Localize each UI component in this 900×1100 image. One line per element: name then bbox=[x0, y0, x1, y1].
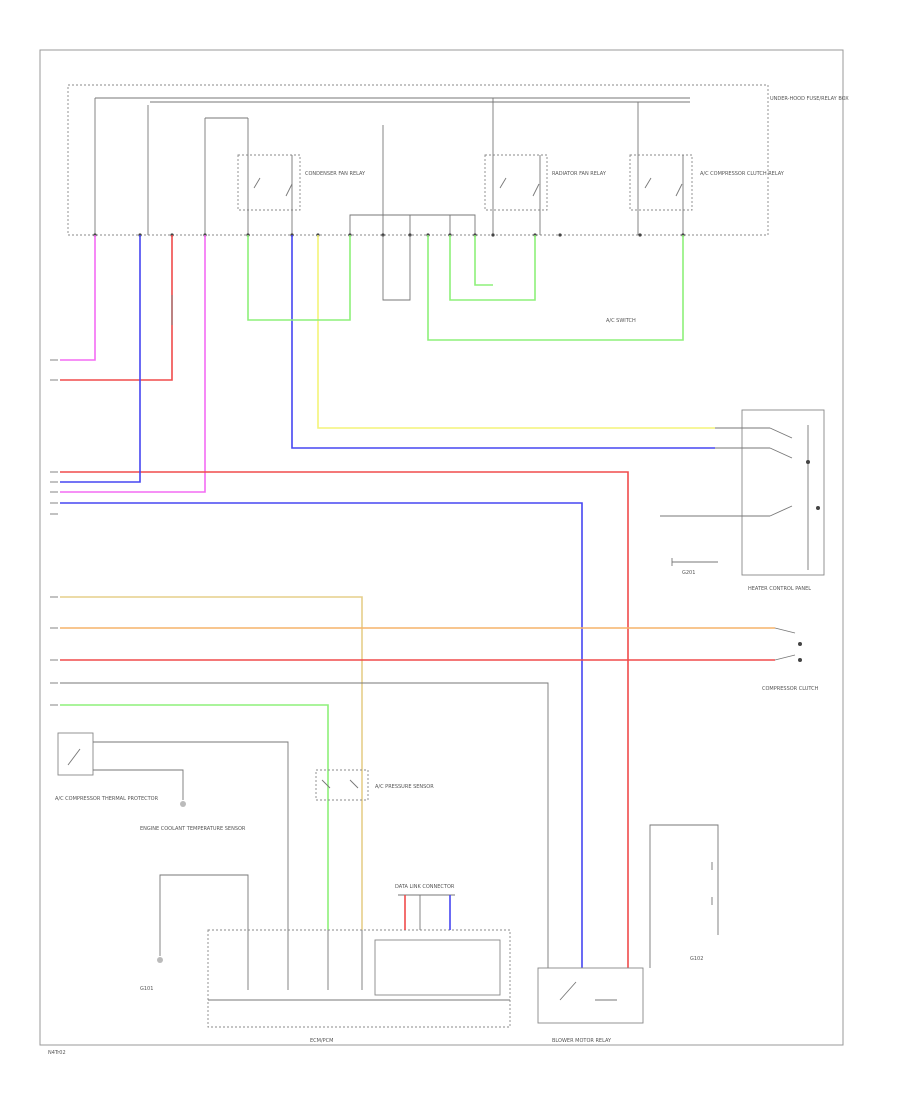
wire-pink-1 bbox=[60, 235, 96, 361]
label-ac-switch: A/C SWITCH bbox=[606, 318, 636, 324]
wire-red-2 bbox=[60, 471, 629, 968]
wire-red-1 bbox=[60, 235, 173, 381]
wire-gray-pair bbox=[382, 235, 411, 301]
wire-green-5 bbox=[474, 235, 493, 286]
wire-blue-2 bbox=[291, 235, 715, 449]
ac-pressure-sensor bbox=[315, 769, 369, 801]
compressor-clutch bbox=[774, 627, 802, 662]
label-condenser-fan-relay: CONDENSER FAN RELAY bbox=[305, 171, 366, 177]
radiator-fan-relay bbox=[484, 154, 548, 211]
ground-g201 bbox=[671, 558, 718, 566]
ground-g102 bbox=[649, 824, 719, 968]
label-g102: G102 bbox=[690, 956, 703, 962]
label-dlc: DATA LINK CONNECTOR bbox=[395, 884, 455, 890]
ground-g101 bbox=[157, 874, 249, 963]
diagram-frame bbox=[39, 49, 844, 1046]
ac-switch bbox=[660, 425, 820, 570]
label-heater-panel: HEATER CONTROL PANEL bbox=[748, 586, 811, 592]
label-blower-relay: BLOWER MOTOR RELAY bbox=[552, 1038, 612, 1044]
wire-tan bbox=[60, 596, 363, 930]
thermal-protector bbox=[57, 732, 289, 930]
label-ect-sensor: ENGINE COOLANT TEMPERATURE SENSOR bbox=[140, 826, 246, 832]
label-g101: G101 bbox=[140, 986, 153, 992]
blower-motor-relay bbox=[537, 967, 644, 1024]
wire-green-1 bbox=[247, 235, 351, 321]
label-compressor-clutch: COMPRESSOR CLUTCH bbox=[762, 686, 819, 692]
wire-green-4 bbox=[60, 704, 329, 930]
label-compressor-relay: A/C COMPRESSOR CLUTCH RELAY bbox=[700, 171, 785, 177]
label-g201: G201 bbox=[682, 570, 695, 576]
label-ecm: ECM/PCM bbox=[310, 1038, 333, 1044]
fuse-relay-box bbox=[67, 84, 769, 237]
ac-switch-box bbox=[741, 409, 825, 576]
wire-pink-2 bbox=[60, 235, 206, 493]
label-pressure-sensor: A/C PRESSURE SENSOR bbox=[375, 784, 434, 790]
ecm-pcm bbox=[207, 929, 511, 1028]
wire-blue-1 bbox=[60, 235, 141, 483]
condenser-fan-relay bbox=[237, 154, 301, 211]
wire-green-3 bbox=[427, 235, 684, 341]
label-radiator-fan-relay: RADIATOR FAN RELAY bbox=[552, 171, 607, 177]
ac-compressor-clutch-relay bbox=[629, 154, 693, 211]
left-connector bbox=[50, 359, 58, 706]
data-link-connector bbox=[398, 894, 455, 930]
label-fuse-box: UNDER-HOOD FUSE/RELAY BOX bbox=[770, 96, 849, 102]
footer-code: N4Tr02 bbox=[48, 1050, 66, 1056]
wire-lightgray bbox=[60, 682, 549, 968]
label-thermal-protector: A/C COMPRESSOR THERMAL PROTECTOR bbox=[55, 796, 159, 802]
wire-green-2 bbox=[449, 235, 536, 301]
wire-blue-3 bbox=[60, 502, 583, 968]
wire-yellow bbox=[317, 235, 715, 429]
